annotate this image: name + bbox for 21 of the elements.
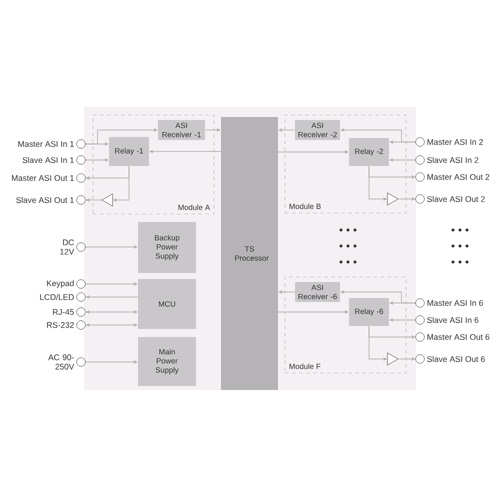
port-label: Master ASI In 2 <box>428 139 483 145</box>
buffer-triangle <box>387 192 398 206</box>
port-label: Master ASI Out 1 <box>12 175 74 181</box>
port-label: DC 12V <box>60 239 74 255</box>
port-label: Slave ASI In 1 <box>22 157 74 163</box>
port-label: AC 90-250V <box>48 354 74 370</box>
port-label: RJ-45 <box>53 309 74 315</box>
port-label: Slave ASI Out 2 <box>427 196 485 202</box>
port-label: Keypad <box>47 280 74 288</box>
port-label: Slave ASI In 6 <box>427 317 478 323</box>
port-label: Master ASI Out 6 <box>428 334 490 340</box>
port-label: Master ASI In 1 <box>18 141 74 147</box>
port-label: Slave ASI Out 6 <box>427 356 485 362</box>
port-label: Master ASI Out 2 <box>428 174 490 180</box>
buffer-triangle <box>102 194 113 206</box>
port-label: Master ASI In 6 <box>428 300 483 306</box>
buffer-triangle <box>387 352 398 366</box>
port-label: LCD/LED <box>40 294 74 300</box>
port-label: Slave ASI In 2 <box>427 157 478 163</box>
port-label: RS-232 <box>47 322 74 328</box>
port-label: Slave ASI Out 1 <box>16 197 74 203</box>
